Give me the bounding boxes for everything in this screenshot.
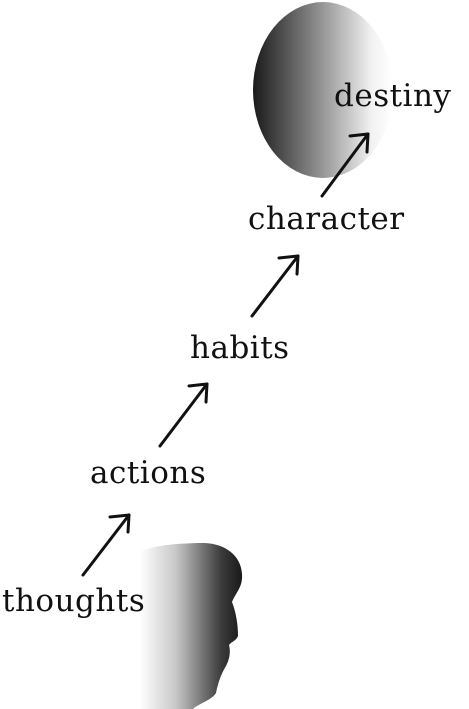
up-right-arrow-icon [250, 254, 300, 318]
up-right-arrow-icon [81, 513, 131, 577]
up-right-arrow-icon [158, 382, 209, 448]
head-silhouette-icon [140, 543, 243, 709]
stage-label-character: character [248, 201, 405, 237]
up-right-arrow-icon [320, 132, 370, 198]
stage-label-thoughts: thoughts [2, 583, 146, 619]
stage-label-destiny: destiny [334, 78, 452, 114]
stage-label-habits: habits [190, 330, 290, 366]
stage-label-actions: actions [90, 455, 207, 491]
